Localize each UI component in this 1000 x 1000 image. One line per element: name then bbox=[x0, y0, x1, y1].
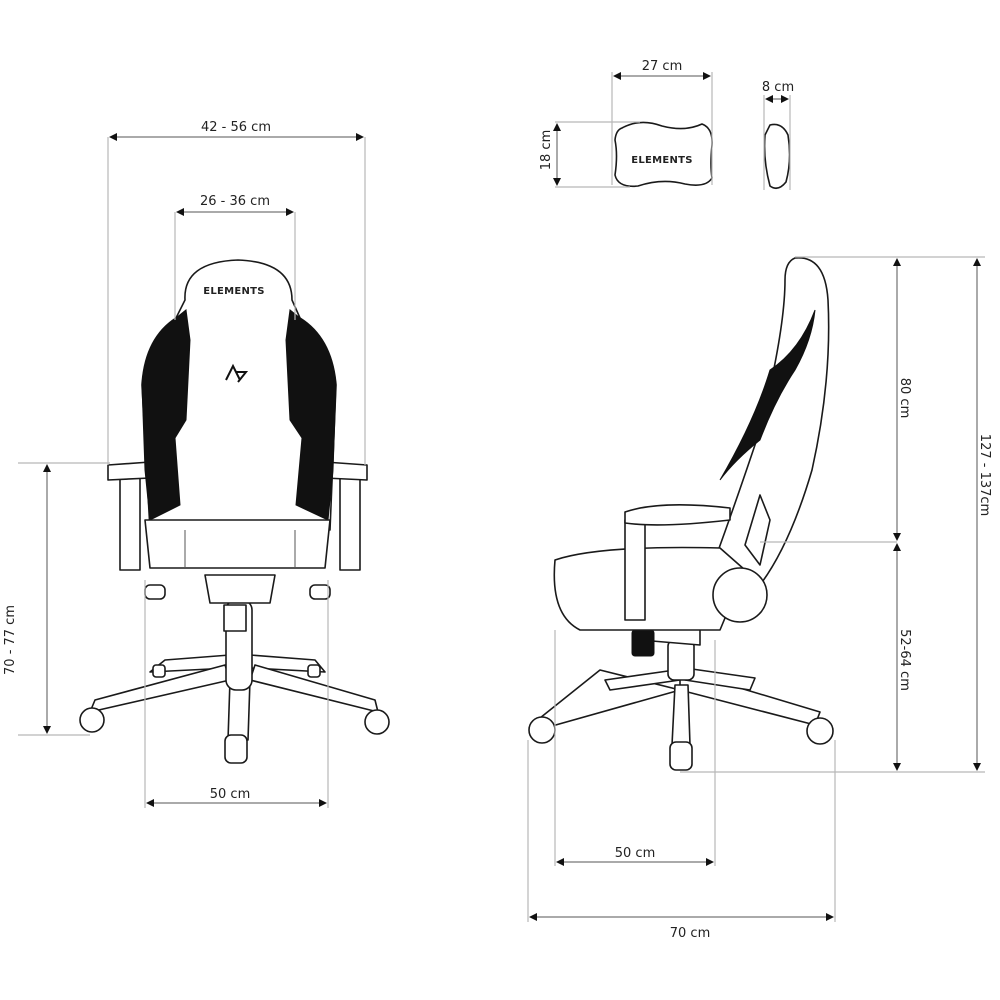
dimension-lines bbox=[18, 72, 985, 922]
pillow-height-label: 18 cm bbox=[539, 130, 554, 171]
front-seat bbox=[144, 519, 331, 569]
pillow-depth-label: 8 cm bbox=[762, 80, 794, 95]
front-seat-width-label: 50 cm bbox=[210, 787, 251, 802]
base-depth-label: 70 cm bbox=[670, 926, 711, 941]
side-seat bbox=[553, 546, 746, 631]
backrest-width-label: 26 - 36 cm bbox=[200, 194, 270, 209]
seat-depth-label: 50 cm bbox=[615, 846, 656, 861]
armrest-height-label: 70 - 77 cm bbox=[3, 605, 18, 675]
seat-mechanism bbox=[204, 574, 276, 604]
pillow-front: ELEMENTS bbox=[614, 121, 713, 188]
backrest-height-label: 80 cm bbox=[897, 378, 912, 419]
pillow-side bbox=[763, 123, 791, 190]
side-view-chair bbox=[528, 257, 834, 771]
seat-height-label: 52-64 cm bbox=[897, 629, 912, 691]
overall-width-label: 42 - 56 cm bbox=[201, 120, 271, 135]
total-height-label: 127 - 137cm bbox=[977, 434, 992, 516]
brand-emblem-icon bbox=[225, 363, 249, 383]
side-arm-pad bbox=[624, 504, 731, 526]
side-arm-post bbox=[624, 519, 646, 621]
backrest-logo: ELEMENTS bbox=[203, 286, 265, 297]
pillow-logo: ELEMENTS bbox=[631, 155, 693, 166]
cylinder-cover bbox=[223, 604, 247, 632]
dimension-labels: 42 - 56 cm 26 - 36 cm 70 - 77 cm 50 cm 2… bbox=[3, 59, 992, 941]
left-armrest bbox=[107, 461, 151, 571]
side-bolster bbox=[719, 309, 816, 481]
left-bolster bbox=[141, 309, 191, 521]
side-cylinder bbox=[667, 639, 695, 681]
right-bolster bbox=[285, 309, 337, 521]
pillow-width-label: 27 cm bbox=[642, 59, 683, 74]
front-view-chair: ELEMENTS bbox=[79, 259, 390, 764]
recline-knob bbox=[712, 567, 768, 623]
right-armrest bbox=[324, 461, 368, 571]
